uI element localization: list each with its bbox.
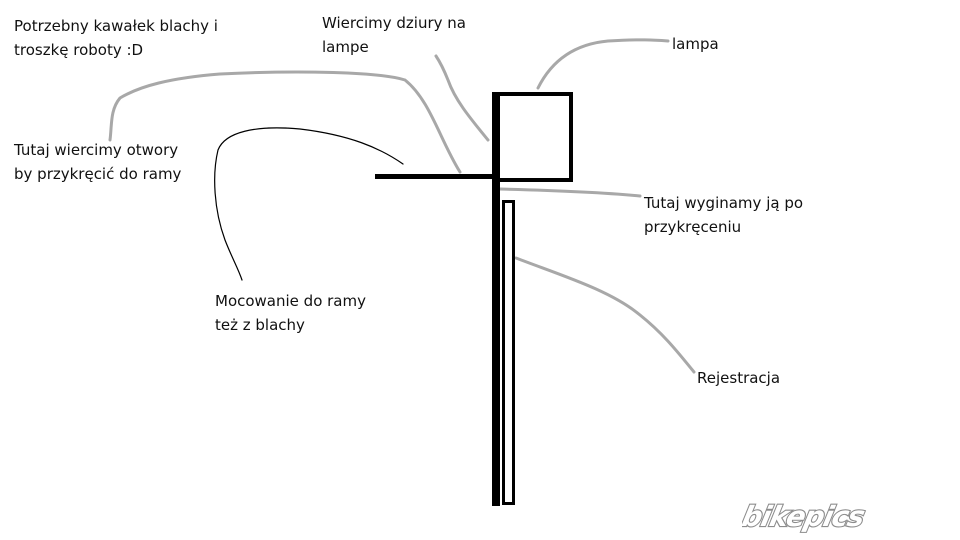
mount-bracket — [375, 174, 496, 179]
intro-line-2: troszkę roboty :D — [14, 41, 144, 59]
leader-bend — [498, 187, 642, 198]
bend-line-2: przykręceniu — [644, 218, 742, 236]
mount-line-2: też z blachy — [215, 316, 305, 334]
plate-label: Rejestracja — [697, 366, 780, 390]
drill-holes-label: Tutaj wiercimy otwory by przykręcić do r… — [14, 138, 181, 186]
lamp-box — [496, 92, 573, 182]
drill-holes-line-1: Tutaj wiercimy otwory — [14, 141, 179, 159]
leader-plate — [514, 256, 696, 374]
drill-lamp-line-1: Wiercimy dziury na — [322, 14, 466, 32]
bend-line-1: Tutaj wyginamy ją po — [644, 194, 804, 212]
leader-lamp — [536, 38, 670, 90]
drill-lamp-label: Wiercimy dziury na lampe — [322, 11, 466, 59]
license-plate — [502, 200, 515, 505]
drill-lamp-line-2: lampe — [322, 38, 369, 56]
lamp-label: lampa — [672, 32, 719, 56]
leader-drill-lamp — [434, 54, 490, 142]
leader-intro — [108, 70, 462, 174]
intro-label: Potrzebny kawałek blachy i troszkę robot… — [14, 14, 218, 62]
mount-label: Mocowanie do ramy też z blachy — [215, 289, 366, 337]
drill-holes-line-2: by przykręcić do ramy — [14, 165, 182, 183]
svg-text:bikepics: bikepics — [742, 500, 867, 533]
steel-strip — [492, 92, 500, 506]
mount-line-1: Mocowanie do ramy — [215, 292, 366, 310]
bend-label: Tutaj wyginamy ją po przykręceniu — [644, 191, 803, 239]
intro-line-1: Potrzebny kawałek blachy i — [14, 17, 218, 35]
lamp-line-1: lampa — [672, 35, 719, 53]
plate-line-1: Rejestracja — [697, 369, 781, 387]
bikepics-watermark: bikepics — [742, 500, 868, 534]
leader-mount — [214, 127, 404, 281]
